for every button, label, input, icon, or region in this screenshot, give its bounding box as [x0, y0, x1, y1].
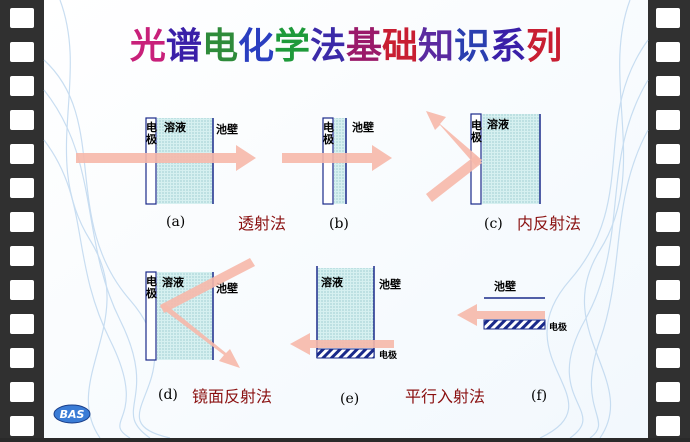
caption-f: (f) [531, 388, 547, 404]
sprocket-hole [10, 416, 34, 436]
sprocket-hole [10, 110, 34, 130]
electrode-label: 电极 [549, 321, 568, 333]
title-char: 基 [346, 26, 382, 67]
cell-wall-label: 池壁 [216, 281, 238, 295]
solution-label: 溶液 [487, 117, 510, 131]
method-specular-reflection: 镜面反射法 [192, 387, 272, 406]
incident-beam [426, 155, 482, 202]
diagram-f-parallel-incidence: 池壁 电极 (f) [457, 279, 568, 404]
solution-label: 溶液 [162, 275, 185, 289]
incident-beam [160, 258, 255, 313]
caption-d: (d) [158, 387, 178, 403]
title-char: 电 [202, 26, 238, 67]
decorative-waves [43, 0, 649, 439]
sprocket-hole [10, 382, 34, 402]
title-char: 法 [310, 26, 346, 67]
title-char: 光 [130, 26, 166, 67]
sprocket-hole [656, 76, 680, 96]
incident-beam-arrow [282, 145, 392, 171]
sprocket-hole [656, 8, 680, 28]
sprocket-hole [656, 178, 680, 198]
electrode-plate [145, 271, 157, 361]
sprocket-hole [10, 212, 34, 232]
beam-arrow [457, 304, 545, 326]
sprocket-hole [10, 280, 34, 300]
solution-label: 溶液 [321, 275, 344, 289]
sprocket-hole [656, 246, 680, 266]
cell-wall-label: 池壁 [379, 277, 401, 291]
title-char: 识 [454, 26, 490, 67]
beam-arrow [290, 333, 394, 355]
cell-wall-label: 池壁 [352, 120, 374, 134]
caption-b: (b) [329, 216, 349, 232]
electrode-label-char1: 电 [146, 120, 157, 134]
sprocket-hole [10, 144, 34, 164]
title-char: 化 [238, 26, 274, 67]
sprocket-hole [656, 348, 680, 368]
sprocket-hole [10, 76, 34, 96]
sprocket-hole [10, 8, 34, 28]
reflected-beam-arrow [426, 111, 482, 166]
method-parallel-incidence: 平行入射法 [405, 387, 485, 406]
incident-beam-arrow [76, 145, 256, 171]
cell-wall-label: 池壁 [494, 279, 516, 293]
method-transmission: 透射法 [238, 214, 286, 233]
method-internal-reflection: 内反射法 [517, 214, 581, 233]
slide-background [44, 0, 648, 438]
electrode-label-char2: 极 [146, 286, 158, 300]
sprocket-hole [10, 246, 34, 266]
solution-region [317, 268, 374, 348]
caption-a: (a) [166, 214, 185, 230]
title-char: 谱 [166, 26, 202, 67]
sprocket-hole [10, 348, 34, 368]
reflected-beam-arrow [160, 303, 240, 368]
title-char: 础 [382, 26, 418, 67]
diagram-c-internal-reflection: 电 极 溶液 (c) 内反射法 [426, 111, 581, 233]
electrode-label-char2: 极 [471, 130, 483, 144]
bas-logo: BAS [53, 404, 91, 424]
title-char: 学 [274, 25, 310, 67]
diagram-e-parallel-incidence: 溶液 池壁 电极 (e) 平行入射法 [290, 266, 485, 407]
sprocket-hole [656, 280, 680, 300]
solution-region [482, 114, 540, 204]
electrode-bar [316, 348, 375, 359]
sprocket-hole [656, 314, 680, 334]
title-char: 系 [490, 26, 526, 67]
sprocket-hole [10, 42, 34, 62]
caption-c: (c) [484, 216, 503, 232]
diagram-d-specular-reflection: 电 极 溶液 池壁 (d) 镜面反射法 [145, 258, 272, 406]
electrode-label-char1: 电 [146, 274, 157, 288]
film-sprockets [10, 8, 680, 436]
logo-text: BAS [60, 408, 85, 421]
electrode-label-char1: 电 [323, 120, 334, 134]
solution-label: 溶液 [164, 120, 187, 134]
sprocket-hole [656, 212, 680, 232]
cell-wall-label: 池壁 [216, 122, 238, 136]
diagram-b-transmission: 电 极 池壁 (b) [282, 117, 392, 232]
electrode-bar [483, 319, 546, 330]
electrode-label-char2: 极 [323, 132, 335, 146]
page-title: 光谱电化学法基础知识系列 [130, 25, 562, 67]
title-char: 知 [418, 26, 454, 67]
sprocket-hole [656, 144, 680, 164]
diagram-a-transmission: 电 极 溶液 池壁 (a) 透射法 [76, 117, 286, 233]
caption-e: (e) [340, 391, 359, 407]
sprocket-hole [656, 42, 680, 62]
sprocket-hole [10, 314, 34, 334]
title-char: 列 [526, 26, 562, 67]
sprocket-hole [10, 178, 34, 198]
sprocket-hole [656, 382, 680, 402]
electrode-label: 电极 [379, 349, 398, 361]
sprocket-hole [656, 110, 680, 130]
sprocket-hole [656, 416, 680, 436]
electrode-label-char2: 极 [146, 132, 158, 146]
electrode-label-char1: 电 [471, 118, 482, 132]
